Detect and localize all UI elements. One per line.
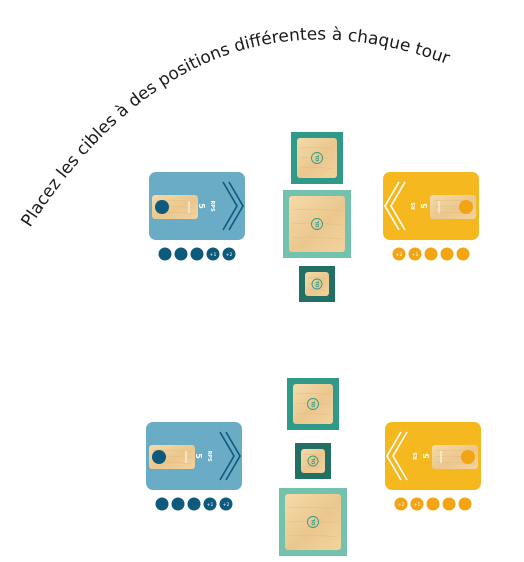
blue-coin-label-1-3: +1 <box>210 252 217 258</box>
yellow-coin-label-1-0: +2 <box>396 252 403 258</box>
blue-board-label-line1-1: RPS <box>209 200 215 212</box>
yellow-coin-1-3 <box>441 248 454 261</box>
blue-coin-label-1-4: +2 <box>226 252 233 258</box>
yellow-board-label-line1-1: RS <box>411 202 417 210</box>
blue-coin-1-1 <box>175 248 188 261</box>
yellow-coin-1-4 <box>457 248 470 261</box>
yellow-coin-1-2 <box>425 248 438 261</box>
target-medium-round-2-emblem-label: OL <box>311 401 317 408</box>
yellow-coin-2-3 <box>443 498 456 511</box>
yellow-board-label-line2-2: 5 <box>422 453 431 459</box>
blue-coin-2-0 <box>156 498 169 511</box>
blue-coin-1-2 <box>191 248 204 261</box>
yellow-board-label-line2-1: 5 <box>420 203 429 209</box>
yellow-board-token-2 <box>461 450 475 464</box>
target-large-round-2-emblem-label: OL <box>311 519 317 526</box>
yellow-board-label-line1-2: RS <box>413 452 419 460</box>
yellow-board-token-1 <box>459 200 473 214</box>
yellow-coin-2-4 <box>459 498 472 511</box>
blue-coin-1-0 <box>159 248 172 261</box>
blue-coin-label-2-4: +2 <box>223 502 230 508</box>
yellow-coin-2-2 <box>427 498 440 511</box>
blue-coin-2-2 <box>188 498 201 511</box>
target-medium-round-1-emblem-label: OL <box>315 155 321 162</box>
blue-board-label-line1-2: RPS <box>206 450 212 462</box>
yellow-coin-label-1-1: +1 <box>412 252 419 258</box>
blue-coin-label-2-3: +1 <box>207 502 214 508</box>
blue-coin-2-1 <box>172 498 185 511</box>
blue-board-token-2 <box>152 450 166 464</box>
yellow-coin-label-2-0: +2 <box>398 502 405 508</box>
target-small-round-2-emblem-label: OL <box>311 458 317 465</box>
target-small-round-1-emblem-label: OL <box>315 281 321 288</box>
blue-board-label-line2-1: 5 <box>197 203 206 209</box>
yellow-coin-label-2-1: +1 <box>414 502 421 508</box>
blue-board-token-1 <box>155 200 169 214</box>
blue-board-label-line2-2: 5 <box>194 453 203 459</box>
target-large-round-1-emblem-label: OL <box>315 221 321 228</box>
